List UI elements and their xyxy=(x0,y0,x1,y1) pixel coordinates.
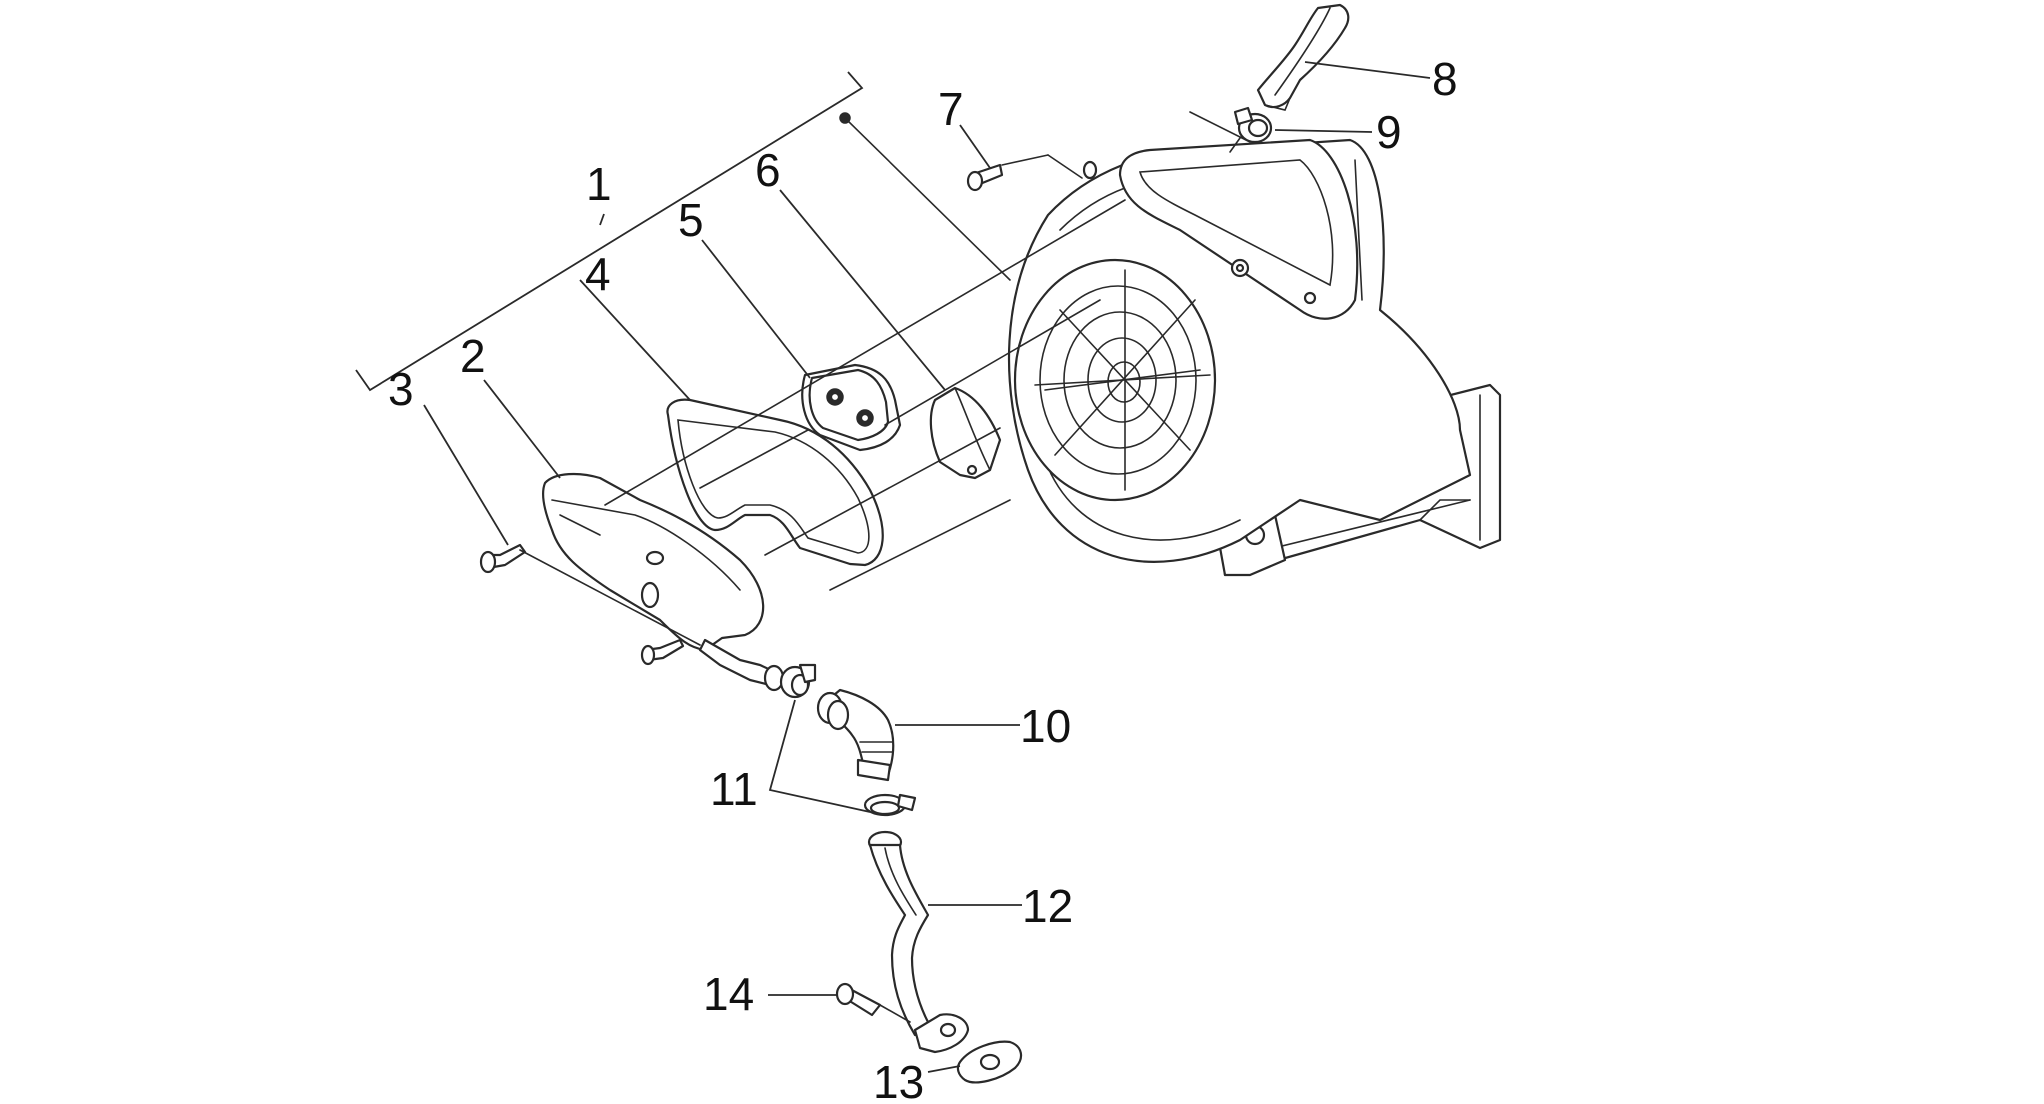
callout-6: 6 xyxy=(755,144,781,196)
callout-13: 13 xyxy=(873,1056,924,1104)
callout-9: 9 xyxy=(1376,106,1402,158)
fan-housing-cover xyxy=(1007,138,1502,577)
callout-labels: 1 2 3 4 5 6 7 8 9 10 11 12 13 14 xyxy=(388,53,1458,1104)
callout-14: 14 xyxy=(703,968,754,1020)
flange-gasket-part-13 xyxy=(956,1040,1023,1084)
screw-part-3 xyxy=(479,543,701,666)
leader-lines xyxy=(423,61,1431,1073)
callout-5: 5 xyxy=(678,194,704,246)
callout-7: 7 xyxy=(938,83,964,135)
callout-4: 4 xyxy=(585,248,611,300)
callout-11: 11 xyxy=(710,763,758,815)
callout-12: 12 xyxy=(1022,880,1073,932)
callout-8: 8 xyxy=(1432,53,1458,105)
filter-box-cover-part-2 xyxy=(542,472,785,692)
callout-1: 1 xyxy=(586,158,612,210)
hose-clamp-part-11-upper xyxy=(779,663,817,699)
filter-element-part-5 xyxy=(801,363,902,452)
bolt-part-14 xyxy=(835,982,911,1023)
pipe-part-12 xyxy=(867,830,970,1054)
hose-clamp-part-9 xyxy=(1229,106,1273,153)
callout-3: 3 xyxy=(388,363,414,415)
gasket-part-4 xyxy=(666,398,884,567)
breather-hose-part-8 xyxy=(1256,3,1350,111)
exploded-view-guide-lines xyxy=(604,111,1251,591)
elbow-hose-part-10 xyxy=(816,688,895,782)
hose-clamp-part-11-lower xyxy=(863,793,917,817)
bolt-part-7 xyxy=(966,154,1098,192)
assembly-bracket xyxy=(355,71,1011,392)
callout-10: 10 xyxy=(1020,700,1071,752)
callout-2: 2 xyxy=(460,330,486,382)
